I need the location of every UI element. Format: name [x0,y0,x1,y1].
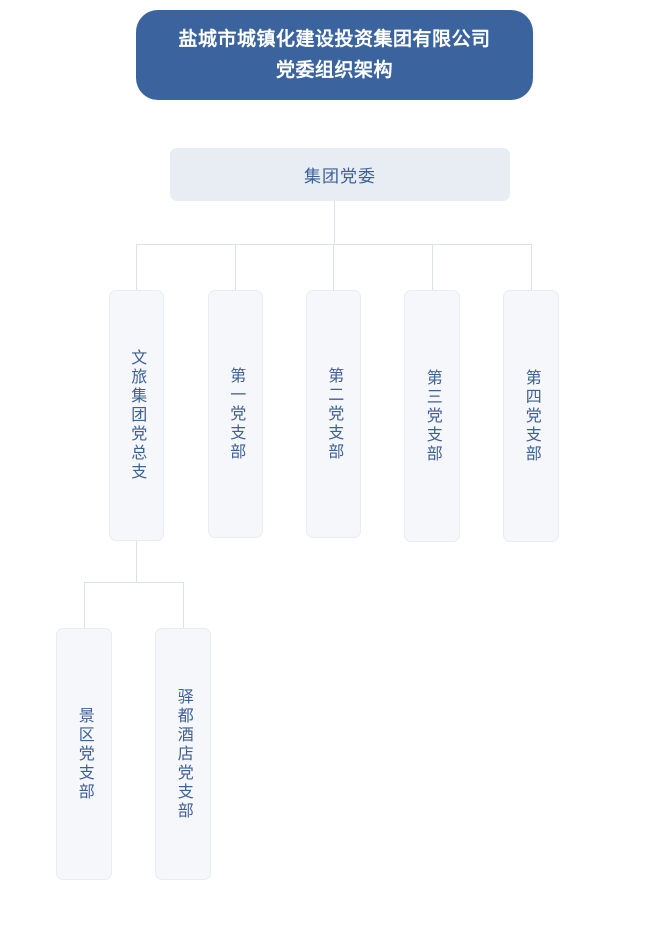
org-node-label: 文旅集团党总支 [128,349,146,482]
connector-drop-level2-4 [432,244,433,290]
org-node-scenic-area-branch[interactable]: 景区党支部 [56,628,112,880]
org-node-label: 第二党支部 [325,366,343,462]
org-node-label: 驿都酒店党支部 [174,687,192,821]
connector-drop-level2-3 [333,244,334,290]
connector-drop-level2-2 [235,244,236,290]
connector-level3-bus [84,582,184,583]
chart-title-text: 盐城市城镇化建设投资集团有限公司 党委组织架构 [178,29,491,81]
chart-title-banner: 盐城市城镇化建设投资集团有限公司 党委组织架构 [136,10,533,100]
org-node-branch-4[interactable]: 第四党支部 [503,290,559,542]
connector-drop-level3-2 [183,582,184,628]
org-node-root-label: 集团党委 [304,167,376,186]
org-node-branch-2[interactable]: 第二党支部 [306,290,361,538]
org-node-branch-1[interactable]: 第一党支部 [208,290,263,538]
connector-drop-level2-1 [136,244,137,290]
org-node-wenlv-group-branch[interactable]: 文旅集团党总支 [109,290,164,541]
org-node-label: 第一党支部 [227,366,245,462]
org-node-yidu-hotel-branch[interactable]: 驿都酒店党支部 [155,628,211,880]
org-node-label: 第四党支部 [522,368,540,464]
org-node-root[interactable]: 集团党委 [170,148,510,201]
connector-drop-level2-5 [531,244,532,290]
connector-wenlv-stem [136,541,137,582]
connector-drop-level3-1 [84,582,85,628]
connector-root-stem [334,201,335,244]
org-node-branch-3[interactable]: 第三党支部 [404,290,460,542]
org-node-label: 景区党支部 [75,706,93,802]
connector-level2-bus [136,244,532,245]
org-node-label: 第三党支部 [423,368,441,464]
